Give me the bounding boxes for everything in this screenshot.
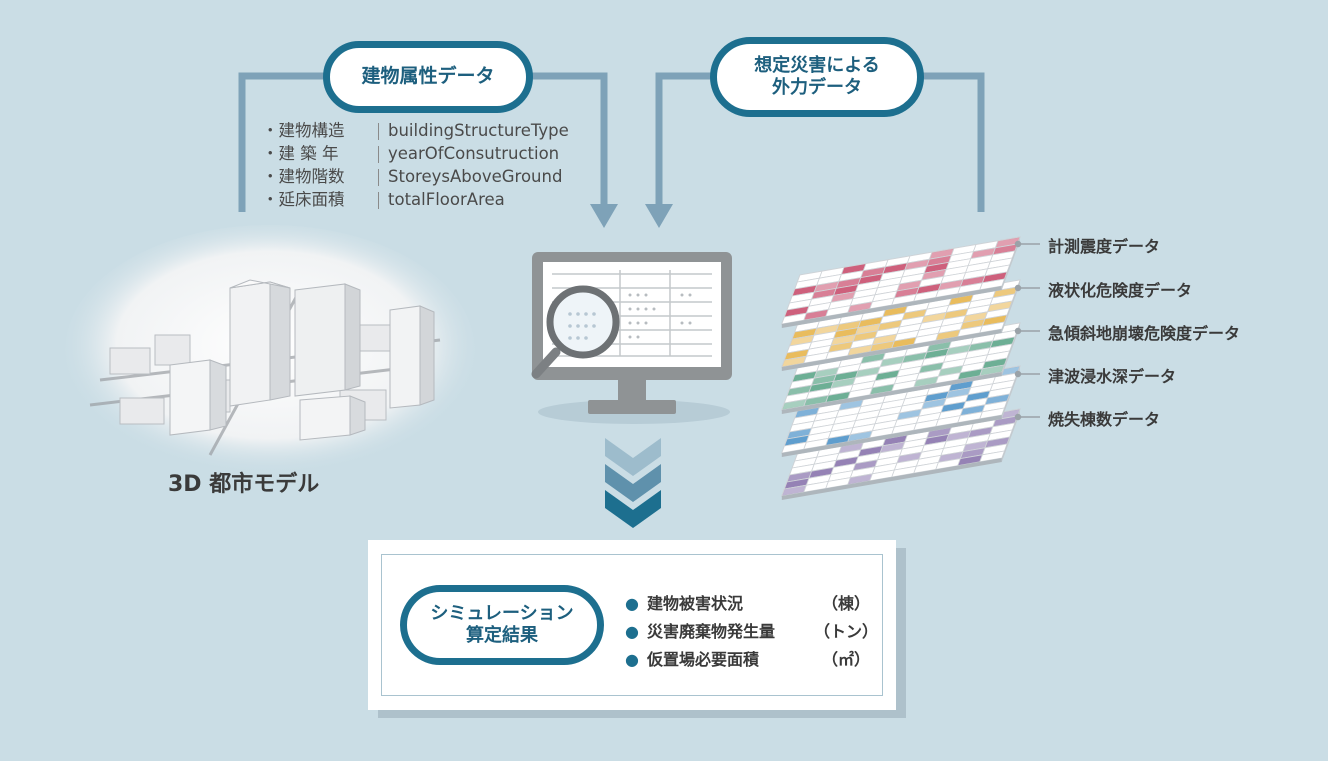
layer-label-fire: 焼失棟数データ (1048, 410, 1161, 429)
bullet-icon: ● (625, 622, 639, 641)
layer-edge (1001, 366, 1020, 419)
result-item-label: 仮置場必要面積 (646, 650, 759, 669)
layer-cell (979, 407, 1006, 420)
disaster-force-title-line2: 外力データ (772, 77, 862, 98)
layer-edge (781, 329, 1002, 371)
layer-edge (781, 415, 1002, 457)
attribute-separator (378, 192, 379, 209)
layer-cell (979, 364, 1006, 377)
layer-edge (781, 458, 1002, 500)
layer-cell (979, 321, 1006, 334)
building-attributes-title: 建物属性データ (361, 65, 495, 88)
layer-edge (1001, 237, 1020, 290)
result-item-label: 建物被害状況 (646, 594, 743, 613)
result-item: ● 仮置場必要面積 (625, 646, 759, 670)
result-box-inner: シミュレーション 算定結果 ● 建物被害状況 ● 災害廃棄物発生量 ● 仮置場必要面積… (381, 554, 883, 696)
attribute-separator (378, 123, 379, 140)
result-box: シミュレーション 算定結果 ● 建物被害状況 ● 災害廃棄物発生量 ● 仮置場必要面積… (368, 540, 896, 710)
result-title-line2: 算定結果 (466, 625, 538, 646)
result-title-pill: シミュレーション 算定結果 (400, 585, 604, 665)
layer-label-seismic: 計測震度データ (1048, 237, 1161, 256)
layer-label-landslide: 急傾斜地崩壊危険度データ (1048, 324, 1241, 343)
layer-leader-lines (1014, 240, 1040, 421)
layer-label-liquefaction: 液状化危険度データ (1048, 281, 1193, 300)
result-title-line1: シミュレーション (430, 603, 574, 625)
attribute-name: ・建 築 年 (262, 144, 339, 163)
layer-cell (979, 278, 1006, 291)
layer-cell (979, 450, 1006, 463)
result-item: ● 建物被害状況 (625, 590, 743, 614)
attribute-key: yearOfConsutruction (388, 144, 560, 163)
attribute-name: ・延床面積 (262, 190, 345, 209)
bullet-icon: ● (625, 650, 639, 669)
hazard-layer (781, 408, 1021, 500)
layer-label-tsunami: 津波浸水深データ (1048, 367, 1177, 386)
bullet-icon: ● (625, 594, 639, 613)
result-item: ● 災害廃棄物発生量 (625, 618, 775, 642)
magnifier-icon (531, 285, 620, 379)
city-model-image (65, 225, 475, 475)
attribute-separator (378, 146, 379, 163)
attribute-name: ・建物階数 (262, 167, 345, 186)
attribute-key: totalFloorArea (388, 190, 505, 209)
result-item-unit: （㎡） (822, 650, 871, 669)
attribute-separator (378, 169, 379, 186)
attribute-key: buildingStructureType (388, 121, 569, 140)
result-item-unit: （トン） (814, 622, 879, 641)
layer-edge (1001, 280, 1020, 333)
result-item-label: 災害廃棄物発生量 (646, 622, 775, 641)
layer-edge (1001, 323, 1020, 376)
hazard-layer (781, 236, 1021, 328)
city-model-caption: 3D 都市モデル (168, 472, 320, 497)
result-item-unit: （棟） (822, 594, 871, 613)
disaster-force-pill: 想定災害による 外力データ (710, 37, 924, 117)
building-attributes-pill: 建物属性データ (323, 41, 533, 113)
attribute-name: ・建物構造 (262, 121, 345, 140)
attribute-key: StoreysAboveGround (388, 167, 563, 186)
disaster-force-title-line1: 想定災害による (754, 55, 880, 77)
layer-edge (781, 286, 1002, 328)
layer-edge (1001, 409, 1020, 462)
hazard-layer-stack (781, 236, 1021, 500)
layer-edge (781, 372, 1002, 414)
down-chevron-icon (605, 438, 661, 528)
attribute-list: ・建物構造 buildingStructureType ・建 築 年 yearO… (262, 120, 592, 212)
